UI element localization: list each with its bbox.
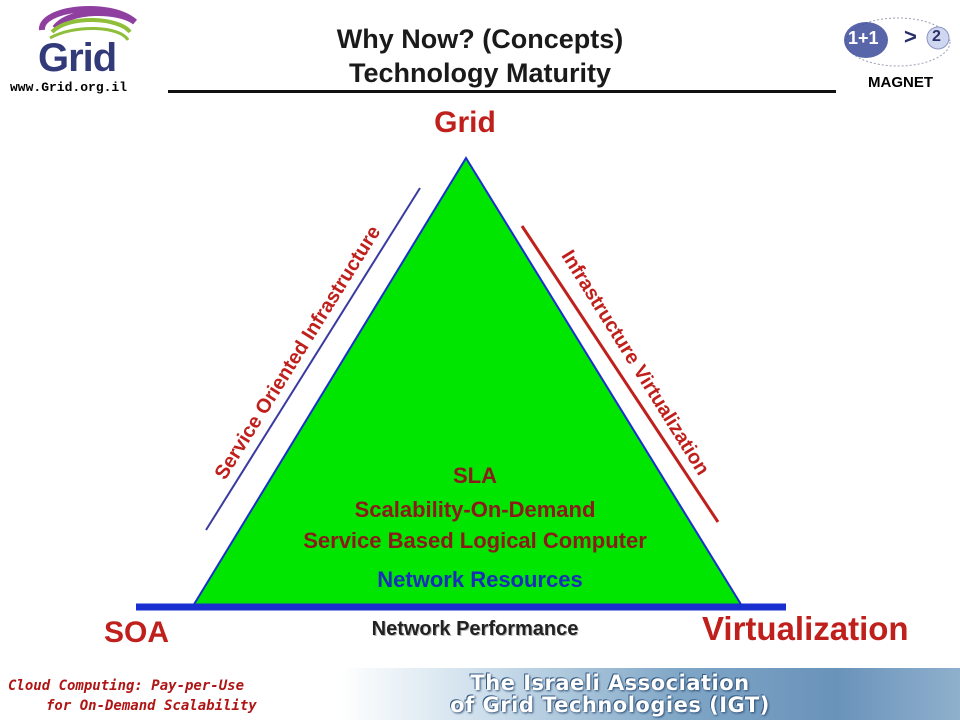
edge-left-underline: [205, 187, 421, 531]
vertex-soa-label: SOA: [104, 616, 170, 649]
igt-banner-line1: The Israeli Association: [470, 671, 750, 695]
grid-logo-icon: [39, 5, 137, 41]
footer-tagline-line2: for On-Demand Scalability: [46, 698, 257, 714]
vertex-virtualization-label: Virtualization: [702, 610, 909, 647]
edge-right-underline: [520, 225, 720, 523]
page-title-line2: Technology Maturity: [348, 58, 611, 88]
magnet-two: 2: [932, 28, 941, 45]
igt-banner-text: The Israeli Association of Grid Technolo…: [420, 672, 800, 716]
igt-banner-line2: of Grid Technologies (IGT): [450, 693, 770, 717]
center-line-sla: SLA: [453, 463, 497, 488]
center-line-scalability: Scalability-On-Demand: [354, 497, 596, 522]
grid-logo-text: Grid: [38, 36, 117, 80]
magnet-gt: >: [904, 24, 917, 49]
site-url[interactable]: www.Grid.org.il: [10, 80, 128, 95]
magnet-logo-icon: [844, 17, 951, 67]
magnet-label: MAGNET: [868, 74, 933, 91]
network-resources-label: Network Resources: [377, 567, 583, 592]
igt-banner: [340, 668, 960, 720]
page-title-line1: Why Now? (Concepts): [336, 24, 624, 54]
title-divider: [168, 90, 836, 93]
vertex-grid-label: Grid: [434, 106, 496, 139]
footer-tagline: Cloud Computing: Pay-per-Use for On-Dema…: [8, 676, 257, 716]
network-performance-label: Network Performance: [371, 618, 579, 640]
footer-tagline-line1: Cloud Computing: Pay-per-Use: [8, 678, 245, 694]
magnet-formula: 1+1: [848, 28, 879, 48]
center-line-logical-computer: Service Based Logical Computer: [303, 528, 647, 553]
